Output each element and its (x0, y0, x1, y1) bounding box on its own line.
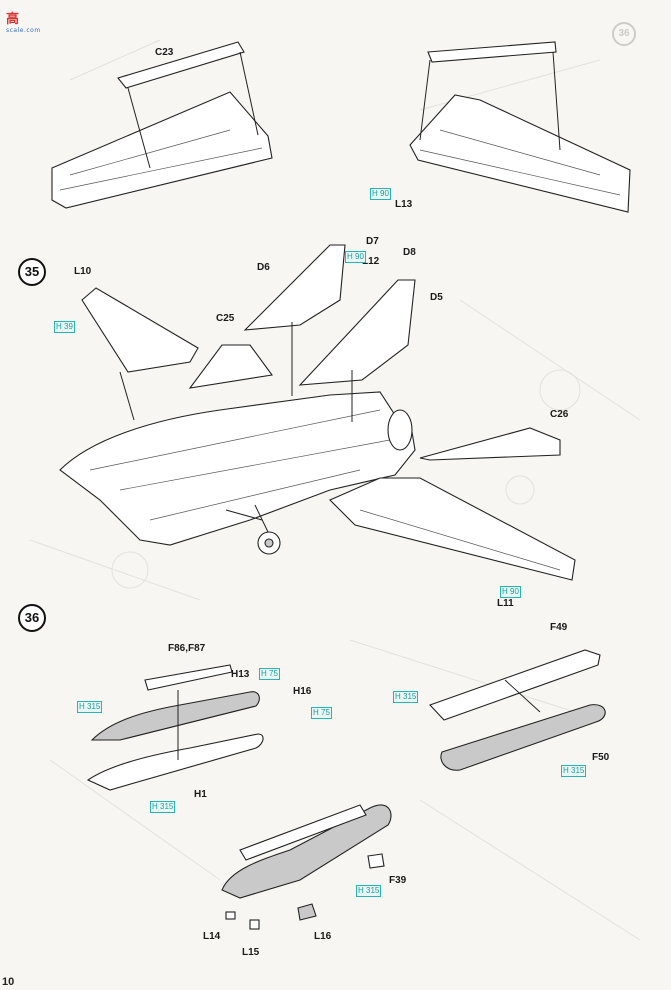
paint-code: H 315 (77, 701, 103, 713)
label-l14: L14 (203, 931, 221, 942)
label-d7: D7 (366, 236, 379, 247)
logo-text: 高 (6, 12, 20, 27)
left-flap-assembly (51, 41, 273, 209)
paint-code: H 90 (370, 188, 391, 200)
right-flap-assembly (409, 41, 631, 213)
ghost-step-number: 36 (612, 22, 636, 46)
label-c23: C23 (155, 47, 174, 58)
label-c26: C26 (550, 409, 569, 420)
label-f86-f87: F86,F87 (168, 643, 206, 654)
label-h16: H16 (293, 686, 312, 697)
step-36-badge: 36 (18, 604, 46, 632)
site-logo: 高 scale.com (6, 8, 41, 34)
paint-code: H 90 (345, 251, 366, 263)
paint-code: H 39 (54, 321, 75, 333)
label-h13: H13 (231, 669, 250, 680)
paint-code: H 75 (311, 707, 332, 719)
logo-sub: scale.com (6, 27, 41, 34)
tail-d6 (243, 244, 346, 331)
label-f49: F49 (550, 622, 568, 633)
label-l15: L15 (242, 947, 260, 958)
label-d6: D6 (257, 262, 270, 273)
label-d8: D8 (403, 247, 416, 258)
pod-lower-assembly (221, 804, 392, 930)
paint-code: H 315 (356, 885, 382, 897)
background-bleed (29, 39, 641, 941)
label-l12: L12 (362, 256, 380, 267)
pod-f49-f50-assembly (429, 649, 606, 771)
paint-code: H 90 (500, 586, 521, 598)
paint-code: H 315 (150, 801, 176, 813)
page-number: 10 (2, 976, 15, 988)
label-l13: L13 (395, 199, 413, 210)
fin-c25 (188, 322, 353, 422)
paint-code: H 315 (561, 765, 587, 777)
pod-h13-assembly (86, 664, 264, 791)
label-l11: L11 (497, 598, 514, 609)
aircraft-fuselage (59, 391, 416, 555)
step-35-badge: 35 (18, 258, 46, 286)
label-l10: L10 (74, 266, 92, 277)
label-h1: H1 (194, 789, 207, 800)
paint-code: H 315 (393, 691, 419, 703)
label-c25: C25 (216, 313, 235, 324)
paint-code: H 75 (259, 668, 280, 680)
label-f39: F39 (389, 875, 407, 886)
label-f50: F50 (592, 752, 610, 763)
left-wing-part (81, 287, 199, 421)
label-d5: D5 (430, 292, 443, 303)
right-wing-c26-region (329, 427, 576, 581)
label-l16: L16 (314, 931, 332, 942)
